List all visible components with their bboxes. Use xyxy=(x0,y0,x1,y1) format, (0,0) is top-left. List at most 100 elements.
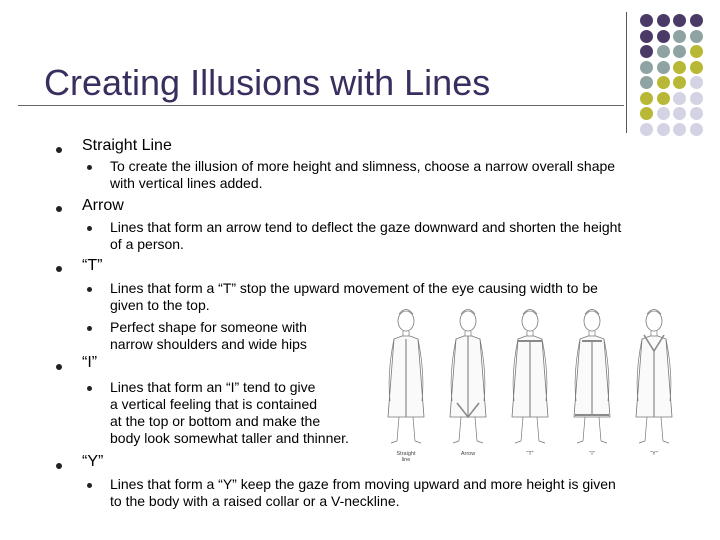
figure-foot xyxy=(538,440,546,444)
figure-foot xyxy=(600,440,608,444)
figure-leg xyxy=(474,416,478,442)
figure-head xyxy=(397,310,415,332)
figure-leg xyxy=(458,416,462,442)
decorative-dot xyxy=(689,76,703,89)
decorative-dot xyxy=(640,45,653,58)
slide-title: Creating Illusions with Lines xyxy=(44,62,491,103)
decorative-dot xyxy=(640,60,653,74)
figure-leg xyxy=(396,416,400,442)
bullet-straight-line: Straight Line xyxy=(82,137,172,154)
figure-foot xyxy=(514,440,522,444)
figure-arm xyxy=(603,338,610,402)
decorative-dot xyxy=(689,14,703,27)
sub-bullet-dot xyxy=(87,386,92,391)
figure-caption: “Y” xyxy=(650,451,658,457)
bullet-dot xyxy=(56,206,62,212)
figure-foot xyxy=(390,440,398,444)
decorative-dot xyxy=(673,14,686,27)
bullet-y: “Y” xyxy=(82,453,104,470)
bullet-t: “T” xyxy=(82,257,103,274)
sub-bullet-t-1: Lines that form a “T” stop the upward mo… xyxy=(110,280,598,313)
decorative-dot xyxy=(689,45,703,58)
sub-bullet-dot xyxy=(87,226,92,231)
decorative-dot xyxy=(640,91,653,105)
decorative-dot xyxy=(656,76,670,89)
decorative-dot xyxy=(656,14,670,27)
figure-leg xyxy=(598,416,602,442)
figure-arm xyxy=(388,338,395,402)
bullet-dot xyxy=(56,147,62,153)
decorative-dot xyxy=(689,107,703,120)
decorative-dot xyxy=(640,14,653,27)
bullet-arrow: Arrow xyxy=(82,197,124,214)
figure-leg xyxy=(582,416,586,442)
sub-bullet-dot xyxy=(87,326,92,331)
figure-caption: Straight xyxy=(397,451,416,457)
sub-bullet-i: Lines that form an “I” tend to give a ve… xyxy=(110,379,349,446)
figure-caption: Arrow xyxy=(461,451,475,457)
figure-hair xyxy=(398,309,414,315)
figure-arm xyxy=(512,338,519,402)
figure-arm xyxy=(479,338,486,402)
figure-head xyxy=(459,310,477,332)
figure-hair xyxy=(522,309,538,315)
figure-arm xyxy=(665,338,672,402)
figure-leg xyxy=(660,416,664,442)
decorative-dot xyxy=(689,122,703,136)
figure-foot xyxy=(476,440,484,444)
decorative-dot xyxy=(640,76,653,89)
figure-arm xyxy=(417,338,424,402)
figure-head xyxy=(521,310,539,332)
figure-arm xyxy=(574,338,581,402)
decorative-dot xyxy=(673,122,686,136)
decorative-dot xyxy=(656,107,670,120)
decorative-dot xyxy=(673,29,686,43)
figure-hair xyxy=(584,309,600,315)
figure-foot xyxy=(414,440,422,444)
decorative-dot xyxy=(656,91,670,105)
sub-bullet-dot xyxy=(87,483,92,488)
bullet-dot xyxy=(56,463,62,469)
figure-foot xyxy=(662,440,670,444)
decorative-dot xyxy=(656,45,670,58)
figure-leg xyxy=(412,416,416,442)
decorative-dot xyxy=(656,60,670,74)
sub-bullet-arrow: Lines that form an arrow tend to deflect… xyxy=(110,219,622,252)
figure-hair xyxy=(646,309,662,315)
decorative-dot xyxy=(673,76,686,89)
figure-head xyxy=(583,310,601,332)
figure-leg xyxy=(644,416,648,442)
decorative-dot xyxy=(640,122,653,136)
figure-foot xyxy=(452,440,460,444)
sub-bullet-straight-line: To create the illusion of more height an… xyxy=(110,158,616,191)
title-horizontal-divider xyxy=(18,105,624,106)
decorative-dot xyxy=(656,122,670,136)
decorative-dot xyxy=(689,29,703,43)
title-vertical-divider xyxy=(626,12,627,133)
decorative-dot xyxy=(689,60,703,74)
figure-foot xyxy=(576,440,584,444)
figure-head xyxy=(645,310,663,332)
decorative-dot xyxy=(689,91,703,105)
figure-caption: “T” xyxy=(526,451,533,457)
figure-arm xyxy=(636,338,643,402)
bullet-i: “I” xyxy=(82,354,98,371)
decorative-dot xyxy=(673,107,686,120)
decorative-dot xyxy=(673,60,686,74)
figure-leg xyxy=(536,416,540,442)
bullet-dot xyxy=(56,364,62,370)
decorative-dot xyxy=(673,45,686,58)
sub-bullet-dot xyxy=(87,287,92,292)
figure-arm xyxy=(541,338,548,402)
decorative-dot xyxy=(656,29,670,43)
decorative-dot xyxy=(640,29,653,43)
figure-foot xyxy=(638,440,646,444)
figure-leg xyxy=(520,416,524,442)
decorative-dot xyxy=(673,91,686,105)
decorative-dot xyxy=(640,107,653,120)
sub-bullet-dot xyxy=(87,165,92,170)
figure-arm xyxy=(450,338,457,402)
bullet-dot xyxy=(56,266,62,272)
